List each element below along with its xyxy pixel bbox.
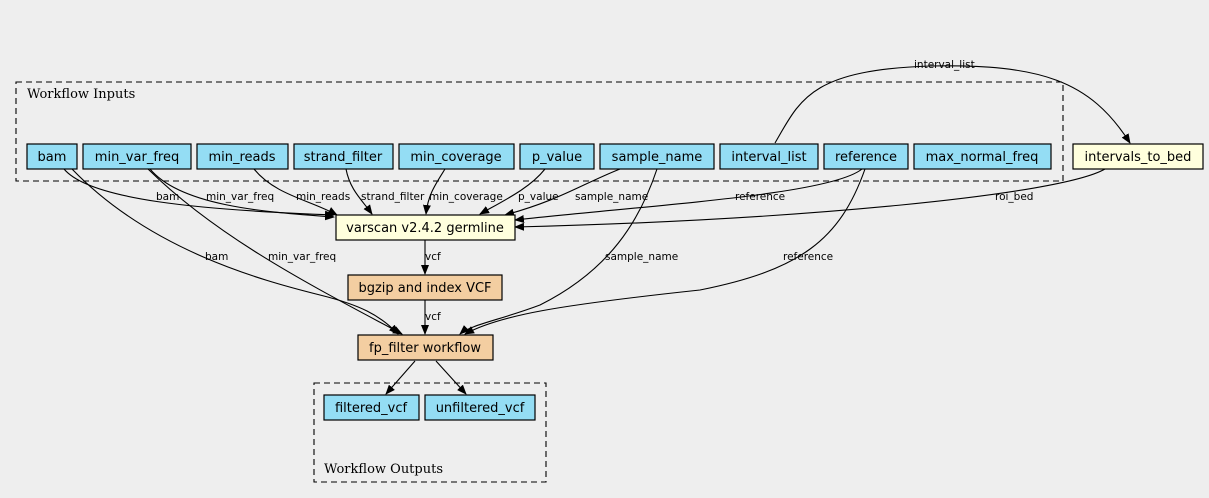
node-unfiltered-vcf[interactable]: unfiltered_vcf [424, 394, 536, 421]
node-filtered-vcf[interactable]: filtered_vcf [323, 394, 420, 421]
edge-p-value-varscan [479, 168, 546, 215]
edge-min-var-freq-varscan [149, 168, 335, 221]
edge-label-bam: bam [156, 191, 179, 203]
edge-label-min-reads: min_reads [296, 191, 350, 203]
workflow-inputs-label: Workflow Inputs [27, 87, 135, 102]
workflow-outputs-label: Workflow Outputs [324, 462, 443, 477]
edge-min-var-freq-fp-filter [147, 168, 403, 335]
node-fp-filter-workflow[interactable]: fp_filter workflow [357, 334, 494, 361]
svg-text:min_reads: min_reads [208, 150, 275, 165]
svg-text:bgzip and index VCF: bgzip and index VCF [358, 281, 491, 296]
nodes: bam min_var_freq min_reads strand_filter… [26, 143, 1204, 421]
edge-label-p-value: p_value [518, 191, 559, 203]
edge-strand-filter-varscan [345, 168, 373, 215]
node-varscan-germline[interactable]: varscan v2.4.2 germline [335, 214, 516, 241]
edge-reference-fp-filter [464, 168, 866, 335]
edge-label-roi-bed: roi_bed [995, 191, 1033, 203]
node-min-var-freq[interactable]: min_var_freq [82, 143, 192, 170]
node-interval-list[interactable]: interval_list [719, 143, 819, 170]
node-min-coverage[interactable]: min_coverage [398, 143, 515, 170]
workflow-inputs-cluster: Workflow Inputs [15, 81, 1064, 182]
node-reference[interactable]: reference [823, 143, 909, 170]
node-max-normal-freq[interactable]: max_normal_freq [913, 143, 1052, 170]
svg-text:fp_filter workflow: fp_filter workflow [369, 341, 481, 356]
svg-text:filtered_vcf: filtered_vcf [335, 401, 408, 416]
svg-text:intervals_to_bed: intervals_to_bed [1085, 150, 1192, 165]
edge-label-reference-fp: reference [783, 251, 833, 263]
edge-label-vcf-2: vcf [425, 311, 441, 323]
svg-text:strand_filter: strand_filter [304, 150, 383, 165]
svg-text:varscan v2.4.2 germline: varscan v2.4.2 germline [346, 221, 504, 236]
edge-label-min-coverage: min_coverage [429, 191, 503, 203]
node-min-reads[interactable]: min_reads [196, 143, 289, 170]
node-p-value[interactable]: p_value [519, 143, 595, 170]
edge-label-vcf-1: vcf [425, 251, 441, 263]
svg-text:min_var_freq: min_var_freq [95, 150, 179, 165]
svg-text:unfiltered_vcf: unfiltered_vcf [436, 401, 525, 416]
svg-text:interval_list: interval_list [731, 150, 806, 165]
edge-reference-varscan [514, 168, 863, 223]
edge-label-interval-list: interval_list [914, 59, 975, 71]
edge-min-coverage-varscan [422, 168, 446, 215]
node-bgzip-index-vcf[interactable]: bgzip and index VCF [347, 274, 503, 301]
edge-label-bam-fp: bam [205, 251, 228, 263]
edge-sample-name-fp-filter [459, 168, 658, 335]
edge-label-min-var-freq-fp: min_var_freq [268, 251, 336, 263]
edge-interval-list-to-bed [774, 65, 1131, 144]
svg-text:max_normal_freq: max_normal_freq [926, 150, 1039, 165]
node-bam[interactable]: bam [26, 143, 78, 170]
edge-min-reads-varscan [253, 168, 338, 216]
svg-text:sample_name: sample_name [612, 150, 703, 165]
edge-labels: bam min_var_freq min_reads strand_filter… [156, 59, 1033, 323]
edge-label-sample-name-fp: sample_name [605, 251, 678, 263]
edge-fp-to-filtered [385, 360, 416, 395]
node-strand-filter[interactable]: strand_filter [293, 143, 394, 170]
node-intervals-to-bed[interactable]: intervals_to_bed [1072, 143, 1204, 170]
svg-text:min_coverage: min_coverage [410, 150, 501, 165]
edge-label-min-var-freq: min_var_freq [206, 191, 274, 203]
edge-sample-name-varscan [504, 168, 621, 217]
edge-bam-fp-filter [71, 168, 399, 335]
edge-label-strand-filter: strand_filter [361, 191, 425, 203]
svg-text:reference: reference [835, 150, 897, 165]
workflow-outputs-cluster: Workflow Outputs [313, 382, 547, 483]
edge-bam-varscan [63, 168, 335, 219]
edge-label-reference: reference [735, 191, 785, 203]
svg-text:p_value: p_value [532, 150, 582, 165]
edges [63, 65, 1131, 395]
node-sample-name[interactable]: sample_name [599, 143, 715, 170]
edge-label-sample-name: sample_name [575, 191, 648, 203]
edge-fp-to-unfiltered [435, 360, 467, 395]
svg-text:bam: bam [38, 150, 67, 165]
